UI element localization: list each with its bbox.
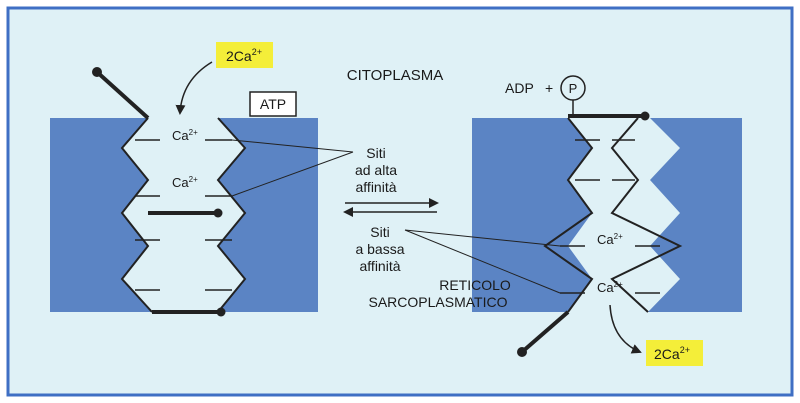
left-site-2-charge: 2+ [189, 175, 198, 184]
low-affinity-line-3: affinità [360, 258, 401, 274]
right-site-1: Ca2+ [597, 232, 623, 247]
calcium-in-label: 2Ca2+ [226, 47, 262, 64]
high-affinity-line-3: affinità [356, 179, 397, 195]
right-site-2-base: Ca [597, 280, 614, 295]
right-open-arm [520, 310, 570, 354]
cytoplasm-label: CITOPLASMA [347, 67, 443, 84]
left-membrane [50, 118, 152, 312]
low-affinity-line-2: a bassa [355, 241, 404, 257]
calcium-in-base: 2Ca [226, 48, 252, 64]
left-gate-bottom-knob [216, 307, 226, 317]
calcium-out-label: 2Ca2+ [654, 345, 690, 362]
high-affinity-line-1: Siti [366, 145, 385, 161]
adp-label: ADP [505, 80, 534, 96]
reticulum-line-2: SARCOPLASMATICO [369, 294, 508, 310]
right-membrane-right-half [638, 118, 742, 312]
calcium-in-badge [216, 42, 273, 68]
left-site-1-base: Ca [172, 128, 189, 143]
left-membrane-right-half [218, 118, 318, 312]
left-open-arm [95, 70, 150, 120]
low-affinity-pointer-2 [404, 229, 561, 294]
right-channel-wall-right [610, 117, 683, 313]
left-site-marks [135, 139, 232, 291]
right-channel-wall-left [543, 117, 594, 313]
calcium-in-arrow [175, 61, 213, 115]
calcium-out-charge: 2+ [680, 345, 690, 355]
calcium-out-base: 2Ca [654, 346, 680, 362]
low-affinity-pointer-1 [404, 229, 561, 247]
calcium-in-charge: 2+ [252, 47, 262, 57]
right-gate-top-knob [640, 111, 650, 121]
right-site-2: Ca2+ [597, 280, 623, 295]
plus-sign: + [545, 80, 553, 96]
right-site-2-charge: 2+ [614, 280, 623, 289]
left-channel-wall-right [216, 117, 247, 313]
left-site-1-charge: 2+ [189, 128, 198, 137]
atp-box [249, 91, 297, 117]
left-channel-wall-left [120, 117, 153, 313]
left-gate-middle-knob [213, 208, 223, 218]
atp-label: ATP [260, 96, 286, 112]
phosphate-label: P [569, 81, 578, 96]
left-open-arm-knob [92, 67, 102, 77]
low-affinity-line-1: Siti [370, 224, 389, 240]
left-site-2-base: Ca [172, 175, 189, 190]
right-site-1-charge: 2+ [614, 232, 623, 241]
right-open-arm-knob [517, 347, 527, 357]
background-panel [6, 6, 794, 397]
phosphate-circle [560, 75, 586, 101]
left-site-1: Ca2+ [172, 128, 198, 143]
right-site-marks [560, 139, 660, 294]
right-site-1-base: Ca [597, 232, 614, 247]
high-affinity-pointer-2 [231, 151, 354, 197]
high-affinity-pointer-1 [231, 139, 354, 153]
right-membrane [472, 118, 592, 312]
calcium-out-badge [646, 340, 703, 366]
reticulum-line-1: RETICOLO [439, 277, 511, 293]
left-site-2: Ca2+ [172, 175, 198, 190]
calcium-out-arrow [609, 304, 642, 354]
high-affinity-line-2: ad alta [355, 162, 397, 178]
